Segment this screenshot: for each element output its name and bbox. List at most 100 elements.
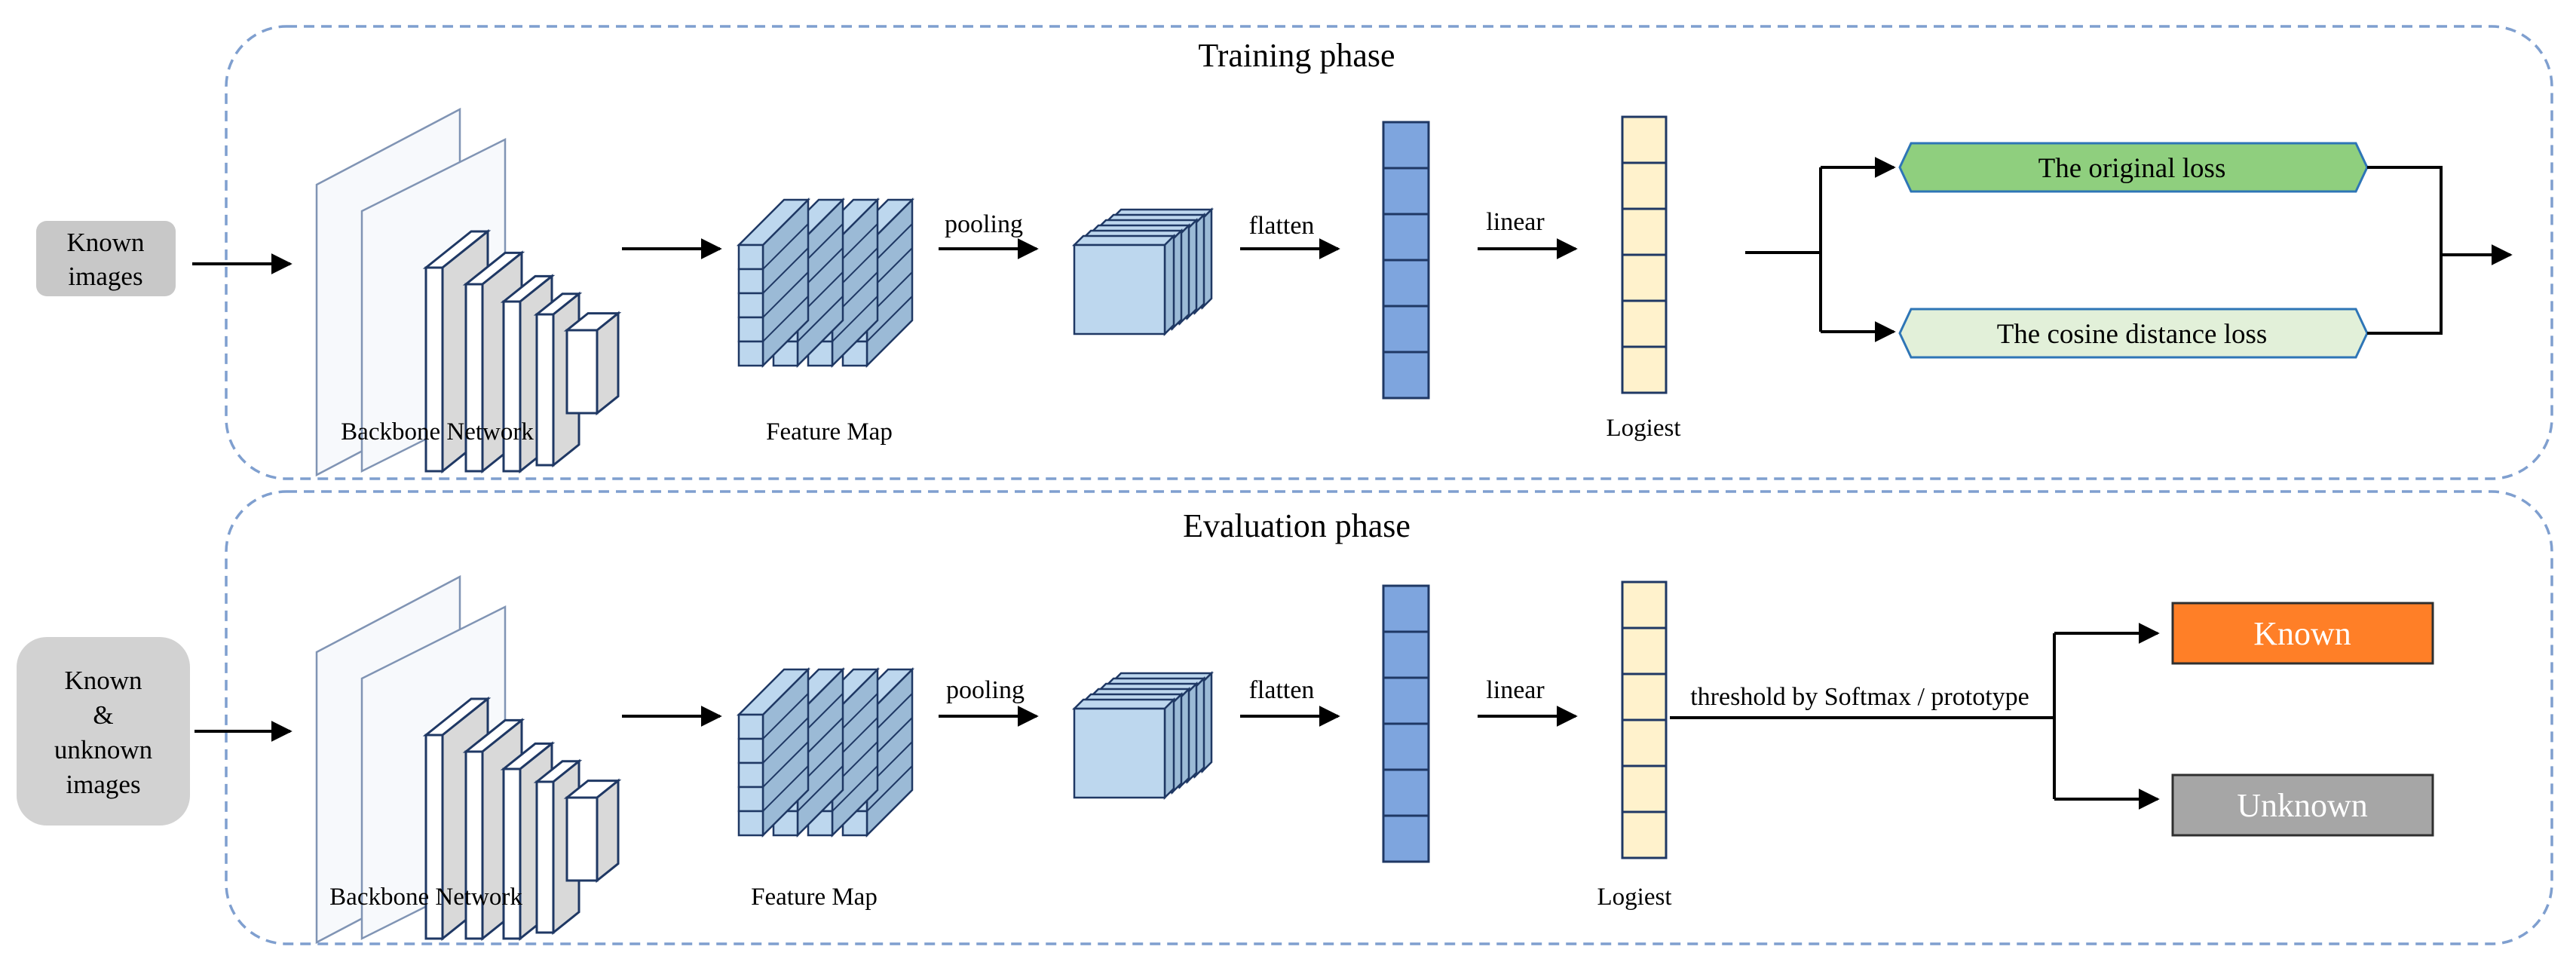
feature-slab-rule bbox=[762, 741, 809, 788]
flatten-label: flatten bbox=[1249, 212, 1315, 240]
backbone-layer-front bbox=[502, 300, 522, 473]
eval-logit-cell bbox=[1621, 580, 1668, 629]
feature-slab-rule bbox=[762, 717, 809, 764]
pooled-plate-top bbox=[1071, 234, 1177, 247]
known-images-input-box bbox=[36, 221, 176, 296]
eval-logit-cell bbox=[1621, 626, 1668, 675]
backbone-layer-front bbox=[464, 750, 484, 940]
eval-flattened-vector-cell bbox=[1382, 676, 1430, 725]
logit-cell bbox=[1621, 345, 1668, 394]
logit-cell bbox=[1621, 115, 1668, 164]
logits-vector bbox=[1621, 115, 1668, 394]
feature-slab-rule bbox=[762, 296, 809, 342]
known-output-box bbox=[2171, 602, 2434, 665]
linear-label: linear bbox=[1486, 208, 1545, 236]
eval-flattened-vector-cell bbox=[1382, 584, 1430, 633]
eval-feature-map-icon bbox=[736, 666, 915, 838]
feature-slab-rule bbox=[797, 765, 844, 812]
feature-slab-rule bbox=[762, 247, 809, 294]
pooled-plate-side bbox=[1163, 697, 1175, 801]
flattened-vector-cell bbox=[1382, 213, 1430, 262]
logit-cell bbox=[1621, 299, 1668, 348]
unknown-output-label: Unknown bbox=[2237, 787, 2368, 824]
eval-flattened-vector-cell bbox=[1382, 814, 1430, 863]
flattened-vector-cell bbox=[1382, 351, 1430, 400]
eval-input-line-4: images bbox=[66, 770, 140, 799]
feature-cell bbox=[737, 268, 764, 295]
eval-logits-vector bbox=[1621, 580, 1668, 859]
eval-flatten-label: flatten bbox=[1249, 676, 1315, 704]
feature-slab-rule bbox=[797, 296, 844, 342]
eval-pooled-feature-icon bbox=[1071, 670, 1214, 801]
backbone-layer-front bbox=[565, 796, 599, 882]
pooled-plate-front bbox=[1073, 244, 1166, 335]
feature-slab-rule bbox=[832, 296, 878, 342]
feature-slab-rule bbox=[866, 296, 913, 342]
backbone-layer-side bbox=[596, 778, 620, 884]
training-phase-panel bbox=[225, 25, 2553, 480]
evaluation-phase-title: Evaluation phase bbox=[1183, 507, 1411, 544]
loss-branch-lines bbox=[1745, 167, 1822, 332]
feature-map-icon bbox=[736, 197, 915, 369]
flattened-vector bbox=[1382, 121, 1430, 400]
backbone-layer-front bbox=[535, 780, 555, 934]
feature-cell bbox=[737, 244, 764, 271]
eval-logit-cell bbox=[1621, 672, 1668, 721]
backbone-layer-front bbox=[424, 266, 444, 473]
eval-flattened-vector-cell bbox=[1382, 768, 1430, 817]
eval-backbone-network-label: Backbone Network bbox=[329, 884, 522, 911]
backbone-network-icon bbox=[315, 107, 622, 477]
backbone-layer-front bbox=[424, 734, 444, 940]
eval-flattened-vector-cell bbox=[1382, 630, 1430, 679]
eval-pooling-label: pooling bbox=[946, 676, 1025, 704]
feature-slab-rule bbox=[832, 765, 878, 812]
feature-map-label: Feature Map bbox=[766, 418, 893, 446]
backbone-layer-front bbox=[535, 313, 555, 467]
eval-input-line-2: & bbox=[93, 700, 113, 730]
logit-cell bbox=[1621, 253, 1668, 302]
original-loss-label: The original loss bbox=[2038, 153, 2226, 184]
feature-slab-rule bbox=[762, 271, 809, 318]
original-loss-box bbox=[1898, 142, 2369, 193]
eval-flattened-vector bbox=[1382, 584, 1430, 863]
backbone-layer-front bbox=[565, 329, 599, 415]
logits-label: Logiest bbox=[1607, 415, 1681, 442]
pooled-plate-top bbox=[1071, 698, 1177, 710]
flattened-vector-cell bbox=[1382, 305, 1430, 354]
eval-input-line-3: unknown bbox=[54, 735, 152, 764]
unknown-output-box bbox=[2171, 773, 2434, 837]
feature-slab-rule bbox=[762, 765, 809, 812]
backbone-layer-front bbox=[502, 767, 522, 940]
eval-input-line-1: Known bbox=[64, 666, 142, 695]
flattened-vector-cell bbox=[1382, 121, 1430, 170]
known-output-label: Known bbox=[2253, 615, 2351, 652]
flattened-vector-cell bbox=[1382, 167, 1430, 216]
backbone-layer-side bbox=[596, 311, 620, 416]
eval-flattened-vector-cell bbox=[1382, 722, 1430, 771]
logit-cell bbox=[1621, 161, 1668, 210]
eval-feature-map-label: Feature Map bbox=[751, 884, 878, 911]
threshold-label: threshold by Softmax / prototype bbox=[1690, 683, 2029, 711]
feature-cell bbox=[737, 292, 764, 319]
loss-merge-lines bbox=[2367, 166, 2510, 335]
flattened-vector-cell bbox=[1382, 259, 1430, 308]
training-phase-title: Training phase bbox=[1198, 37, 1395, 74]
pooled-feature-icon bbox=[1071, 207, 1214, 337]
training-pipeline: Known images Backbone Network Feature Ma… bbox=[36, 107, 2510, 477]
backbone-network-label: Backbone Network bbox=[341, 418, 534, 446]
evaluation-phase-panel bbox=[225, 490, 2553, 945]
evaluation-pipeline: Known & unknown images Backbone Network … bbox=[17, 574, 2434, 945]
threshold-lines bbox=[1670, 633, 2056, 799]
eval-logits-label: Logiest bbox=[1597, 884, 1672, 911]
feature-cell bbox=[737, 810, 764, 837]
feature-cell bbox=[737, 713, 764, 740]
feature-slab-rule bbox=[762, 693, 809, 740]
eval-logit-cell bbox=[1621, 718, 1668, 767]
known-images-input-line-2: images bbox=[68, 262, 142, 291]
known-unknown-images-input-box bbox=[17, 637, 190, 826]
feature-cell bbox=[737, 316, 764, 343]
cosine-distance-loss-box bbox=[1898, 308, 2369, 359]
eval-logit-cell bbox=[1621, 810, 1668, 859]
pooled-plate-side bbox=[1163, 233, 1175, 337]
backbone-layer-front bbox=[464, 283, 484, 473]
